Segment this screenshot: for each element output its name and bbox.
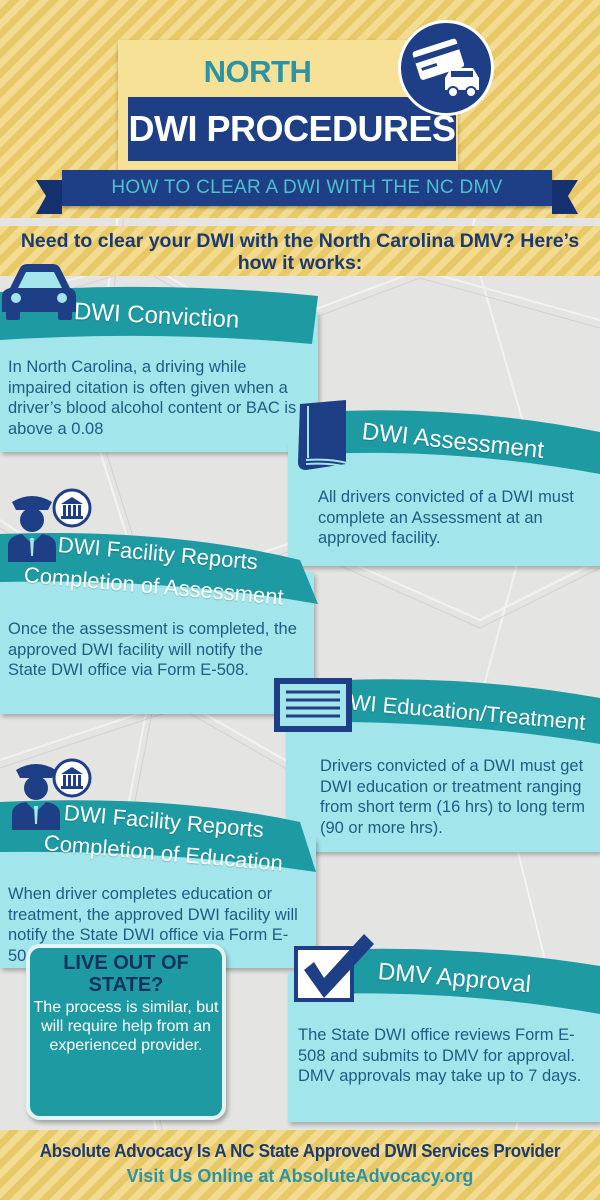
- out-of-state-text: The process is similar, but will require…: [33, 999, 219, 1054]
- license-car-icon: [412, 38, 479, 98]
- intro-band: [0, 226, 600, 276]
- step-text-education: Drivers convicted of a DWI must get DWI …: [320, 757, 585, 837]
- ribbon-banner: [304, 679, 600, 744]
- ribbon-banner: [0, 533, 318, 604]
- officer-icon: [8, 496, 56, 562]
- intro-text: Need to clear your DWI with the North Ca…: [20, 230, 580, 274]
- footer-website-link[interactable]: Visit Us Online at AbsoluteAdvocacy.org: [126, 1166, 474, 1186]
- title-line-2: DWI PROCEDURES: [128, 108, 456, 149]
- step-text-conviction: In North Carolina, a driving while impai…: [8, 358, 297, 438]
- document-icon: [274, 678, 352, 732]
- title-line-2-background: [128, 97, 456, 161]
- ribbon-banner: [318, 410, 600, 474]
- step-card-facility-assessment: [0, 572, 314, 714]
- step-text-assessment: All drivers convicted of a DWI must comp…: [318, 488, 574, 547]
- courthouse-icon: [52, 758, 92, 798]
- footer-provider-text: Absolute Advocacy Is A NC State Approved…: [39, 1140, 561, 1161]
- car-icon: [2, 264, 76, 320]
- out-of-state-title: LIVE OUT OF STATE?: [63, 952, 189, 996]
- checkmark-icon: [294, 934, 374, 1002]
- footer-band: [0, 1130, 600, 1200]
- subtitle-ribbon: [62, 170, 552, 206]
- step-text-facility-assessment: Once the assessment is completed, the ap…: [8, 620, 297, 679]
- courthouse-icon: [52, 488, 92, 528]
- step-text-facility-education: When driver completes education or treat…: [8, 885, 298, 965]
- officer-icon: [12, 764, 60, 830]
- ribbon-banner: [0, 286, 318, 344]
- books-icon: [298, 400, 357, 471]
- ribbon-banner: [324, 948, 600, 1014]
- ribbon-banner: [0, 800, 316, 872]
- out-of-state-callout: [26, 944, 226, 1120]
- ribbon-tail-right: [552, 180, 578, 214]
- ribbon-tail-left: [36, 180, 62, 214]
- subtitle-text: HOW TO CLEAR A DWI WITH THE NC DMV: [111, 177, 503, 198]
- title-line-1: NORTH CAROLINA: [178, 54, 338, 145]
- step-text-dmv-approval: The State DWI office reviews Form E-508 …: [298, 1026, 582, 1085]
